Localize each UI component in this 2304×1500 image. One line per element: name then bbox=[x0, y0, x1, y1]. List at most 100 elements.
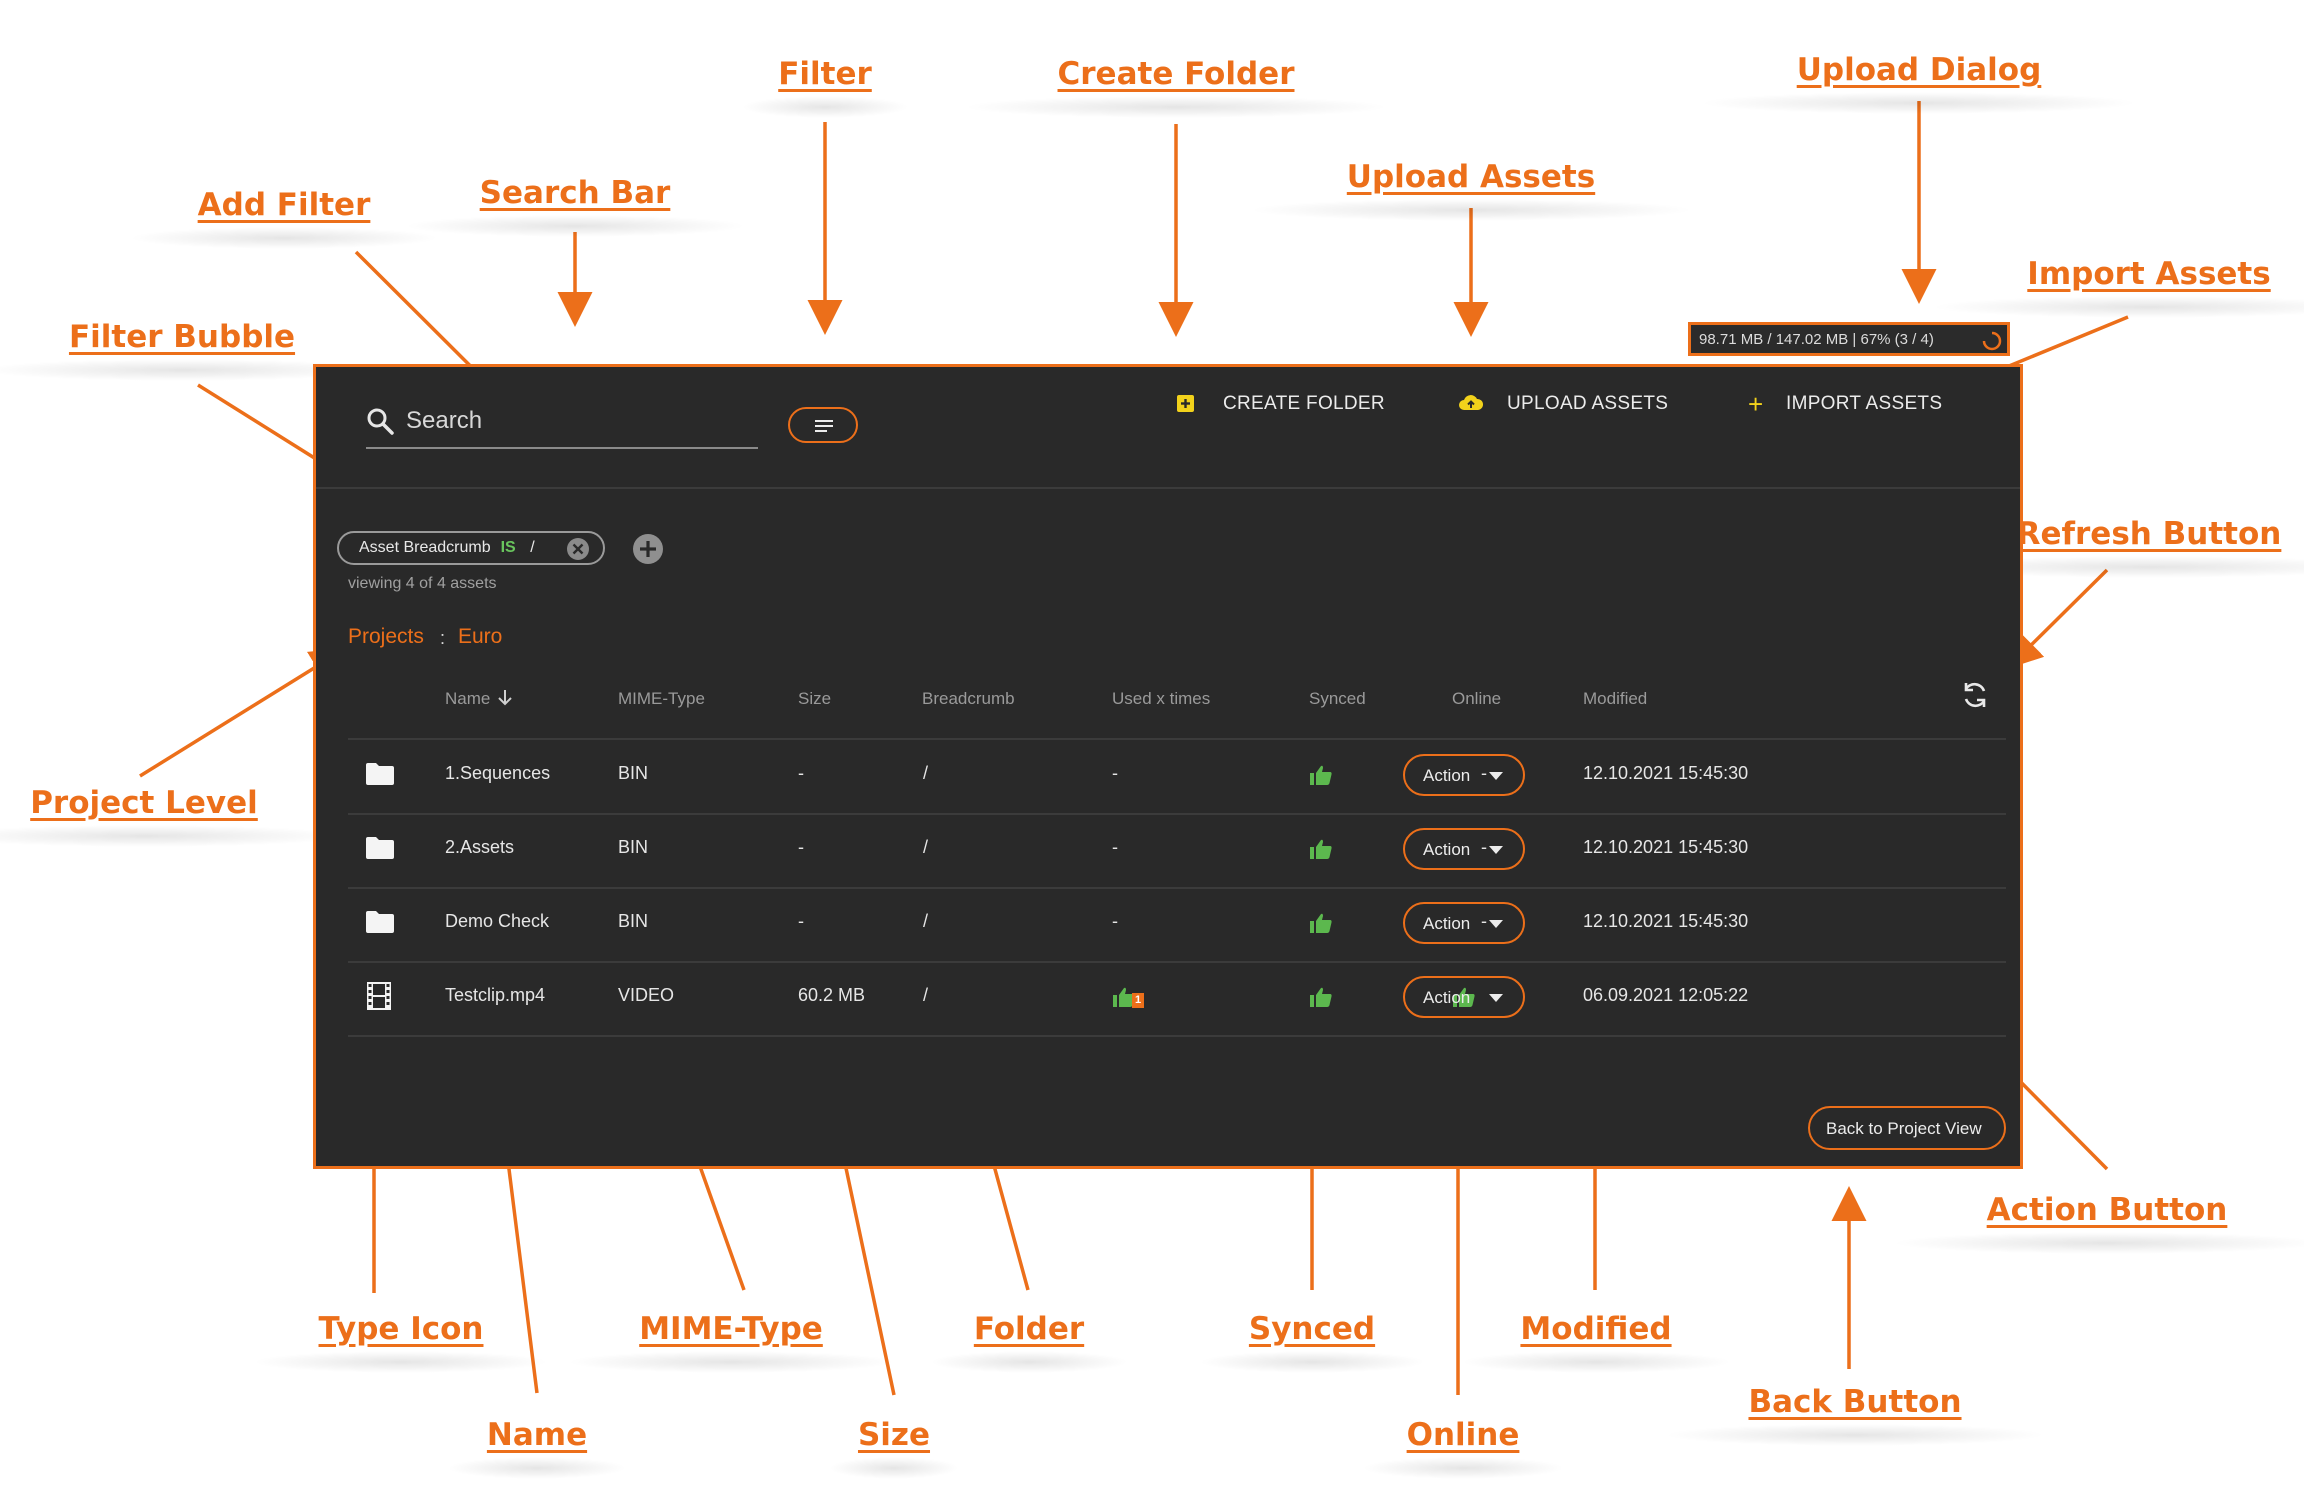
folder-plus-icon bbox=[1177, 395, 1194, 412]
add-filter-icon[interactable] bbox=[632, 533, 664, 565]
asset-mime: BIN bbox=[618, 763, 649, 783]
column-header-breadcrumb[interactable]: Breadcrumb bbox=[922, 689, 1015, 708]
callout-synced: Synced bbox=[1198, 1311, 1426, 1373]
folder-icon bbox=[366, 837, 394, 859]
action-label: Action bbox=[1423, 840, 1471, 859]
back-button-label: Back to Project View bbox=[1826, 1119, 1982, 1138]
column-header-name[interactable]: Name bbox=[445, 689, 491, 708]
callout-size: Size bbox=[829, 1417, 959, 1479]
import-assets-label: IMPORT ASSETS bbox=[1786, 393, 1943, 414]
filter-bubble[interactable]: Asset Breadcrumb IS / bbox=[337, 531, 605, 565]
callout-modified: Modified bbox=[1459, 1311, 1733, 1373]
asset-size: 60.2 MB bbox=[798, 985, 866, 1005]
asset-breadcrumb: / bbox=[923, 985, 929, 1005]
action-button[interactable]: Action bbox=[1403, 828, 1525, 870]
callout-folder: Folder bbox=[929, 1311, 1129, 1373]
asset-online: - bbox=[1481, 837, 1487, 857]
callout-name: Name bbox=[446, 1417, 628, 1479]
asset-count: viewing 4 of 4 assets bbox=[348, 575, 497, 592]
asset-browser-panel: Search CREATE FOLDER UPLOAD ASSETS + IMP… bbox=[313, 364, 2023, 1169]
column-header-modified[interactable]: Modified bbox=[1583, 689, 1648, 708]
column-header-synced[interactable]: Synced bbox=[1309, 689, 1366, 708]
action-label: Action bbox=[1423, 914, 1471, 933]
table-row[interactable]: Testclip.mp4 VIDEO 60.2 MB / 1 06.09.202… bbox=[348, 962, 2006, 1036]
breadcrumb-current[interactable]: Euro bbox=[458, 625, 503, 648]
asset-mime: BIN bbox=[618, 911, 649, 931]
filter-field: Asset Breadcrumb bbox=[359, 539, 491, 556]
search-input[interactable]: Search bbox=[406, 407, 483, 434]
synced-thumbs-up-icon bbox=[1310, 913, 1332, 933]
filter-value: / bbox=[530, 539, 535, 556]
action-button[interactable]: Action bbox=[1403, 976, 1525, 1018]
action-label: Action bbox=[1423, 988, 1471, 1007]
asset-name[interactable]: Testclip.mp4 bbox=[445, 985, 546, 1005]
callout-refresh-button: Refresh Button bbox=[1910, 516, 2304, 578]
plus-icon: + bbox=[1748, 389, 1764, 419]
refresh-icon[interactable] bbox=[1960, 680, 1990, 710]
table-row[interactable]: 2.Assets BIN - / - - 12.10.2021 15:45:30… bbox=[348, 814, 2006, 888]
action-button[interactable]: Action bbox=[1403, 902, 1525, 944]
breadcrumb-separator: : bbox=[440, 628, 446, 648]
column-header-online[interactable]: Online bbox=[1452, 689, 1502, 708]
filter-button[interactable] bbox=[788, 407, 858, 443]
asset-mime: BIN bbox=[618, 837, 649, 857]
asset-name[interactable]: Demo Check bbox=[445, 911, 550, 931]
table-row[interactable]: 1.Sequences BIN - / - - 12.10.2021 15:45… bbox=[348, 740, 2006, 814]
asset-online: - bbox=[1481, 911, 1487, 931]
film-icon bbox=[367, 982, 391, 1010]
action-button[interactable]: Action bbox=[1403, 754, 1525, 796]
upload-dialog[interactable]: 98.71 MB / 147.02 MB | 67% (3 / 4) bbox=[1688, 322, 2010, 356]
back-to-project-view-button[interactable]: Back to Project View bbox=[1808, 1106, 2006, 1150]
filter-operator: IS bbox=[500, 539, 516, 556]
callout-import-assets: Import Assets bbox=[1929, 256, 2304, 318]
caret-down-icon bbox=[1489, 994, 1503, 1002]
online-thumbs-up-icon bbox=[1453, 987, 1475, 1007]
asset-used: - bbox=[1112, 837, 1118, 857]
asset-used: - bbox=[1112, 763, 1118, 783]
folder-icon bbox=[366, 763, 394, 785]
asset-size: - bbox=[798, 911, 804, 931]
asset-name[interactable]: 1.Sequences bbox=[445, 763, 551, 783]
action-label: Action bbox=[1423, 766, 1471, 785]
callout-upload-assets: Upload Assets bbox=[1247, 159, 1696, 221]
callout-back-button: Back Button bbox=[1663, 1384, 2047, 1446]
callout-project-level: Project Level bbox=[0, 785, 349, 847]
breadcrumb-projects[interactable]: Projects bbox=[348, 625, 424, 648]
synced-thumbs-up-icon bbox=[1310, 765, 1332, 785]
asset-modified: 06.09.2021 12:05:22 bbox=[1583, 985, 1749, 1005]
toolbar-divider bbox=[316, 487, 2020, 489]
row-divider bbox=[348, 887, 2006, 889]
remove-filter-icon[interactable] bbox=[566, 537, 590, 561]
asset-modified: 12.10.2021 15:45:30 bbox=[1583, 763, 1749, 783]
row-divider bbox=[348, 961, 2006, 963]
callout-filter-bubble: Filter Bubble bbox=[0, 319, 386, 381]
synced-thumbs-up-icon bbox=[1310, 987, 1332, 1007]
table-row[interactable]: Demo Check BIN - / - - 12.10.2021 15:45:… bbox=[348, 888, 2006, 962]
caret-down-icon bbox=[1489, 772, 1503, 780]
used-count-badge: 1 bbox=[1132, 993, 1144, 1008]
search-bar[interactable]: Search bbox=[366, 395, 758, 449]
asset-mime: VIDEO bbox=[618, 985, 675, 1005]
callout-online: Online bbox=[1361, 1417, 1565, 1479]
asset-name[interactable]: 2.Assets bbox=[445, 837, 515, 857]
asset-size: - bbox=[798, 837, 804, 857]
cloud-upload-icon bbox=[1459, 395, 1484, 410]
row-divider bbox=[348, 1035, 2006, 1037]
asset-modified: 12.10.2021 15:45:30 bbox=[1583, 837, 1749, 857]
asset-size: - bbox=[798, 763, 804, 783]
asset-online: - bbox=[1481, 763, 1487, 783]
asset-modified: 12.10.2021 15:45:30 bbox=[1583, 911, 1749, 931]
column-header-size[interactable]: Size bbox=[798, 689, 832, 708]
callout-create-folder: Create Folder bbox=[962, 56, 1390, 118]
sort-down-icon[interactable] bbox=[497, 689, 513, 707]
row-divider bbox=[348, 813, 2006, 815]
column-header-used[interactable]: Used x times bbox=[1112, 689, 1211, 708]
callout-search-bar: Search Bar bbox=[403, 175, 747, 237]
callout-filter: Filter bbox=[740, 56, 909, 118]
search-icon bbox=[367, 408, 394, 435]
column-header-mime[interactable]: MIME-Type bbox=[618, 689, 705, 708]
callout-action-button: Action Button bbox=[1890, 1192, 2304, 1254]
asset-used: - bbox=[1112, 911, 1118, 931]
caret-down-icon bbox=[1489, 920, 1503, 928]
upload-assets-label: UPLOAD ASSETS bbox=[1507, 393, 1669, 414]
